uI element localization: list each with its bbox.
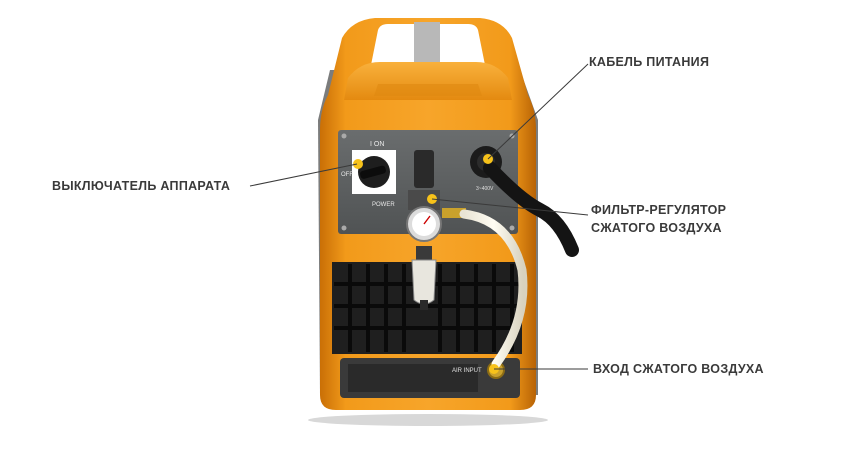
callout-filter: ФИЛЬТР-РЕГУЛЯТОР СЖАТОГО ВОЗДУХА bbox=[591, 201, 726, 237]
voltage-label: 3~400V bbox=[476, 186, 494, 192]
regulator-outlet bbox=[442, 208, 466, 218]
callout-air-input: ВХОД СЖАТОГО ВОЗДУХА bbox=[593, 360, 764, 378]
leader-lines bbox=[249, 63, 589, 370]
gauge-needle bbox=[423, 215, 431, 225]
leader-cable bbox=[487, 63, 589, 160]
regulator-knob[interactable] bbox=[414, 150, 434, 188]
floor-shadow bbox=[308, 414, 548, 426]
air-input-label: AIR INPUT bbox=[452, 368, 482, 374]
switch-knob[interactable] bbox=[359, 165, 386, 179]
switch-off-label: OFF bbox=[341, 172, 353, 178]
filter-bowl bbox=[411, 259, 437, 305]
label-filter-line2: СЖАТОГО ВОЗДУХА bbox=[591, 221, 722, 235]
label-switch: ВЫКЛЮЧАТЕЛЬ АППАРАТА bbox=[52, 179, 231, 193]
leader-filter bbox=[431, 198, 589, 216]
air-hose bbox=[459, 209, 528, 369]
filter-neck bbox=[416, 246, 432, 260]
panel-screw bbox=[509, 225, 515, 231]
label-filter-line1: ФИЛЬТР-РЕГУЛЯТОР bbox=[591, 203, 727, 217]
panel-screw bbox=[341, 225, 347, 231]
switch-power-label: POWER bbox=[372, 202, 395, 208]
bottom-vent bbox=[348, 364, 478, 392]
handle-recess bbox=[374, 84, 482, 96]
label-power-cable: КАБЕЛЬ ПИТАНИЯ bbox=[589, 55, 710, 69]
filter-drain bbox=[420, 300, 428, 310]
callout-switch: ВЫКЛЮЧАТЕЛЬ АППАРАТА bbox=[52, 177, 230, 195]
panel-screw bbox=[341, 133, 347, 139]
label-air-input: ВХОД СЖАТОГО ВОЗДУХА bbox=[593, 362, 764, 376]
callout-power-cable: КАБЕЛЬ ПИТАНИЯ bbox=[589, 53, 709, 71]
switch-on-label: I ON bbox=[370, 141, 384, 148]
marker-switch bbox=[353, 159, 363, 169]
leader-switch bbox=[249, 163, 358, 187]
